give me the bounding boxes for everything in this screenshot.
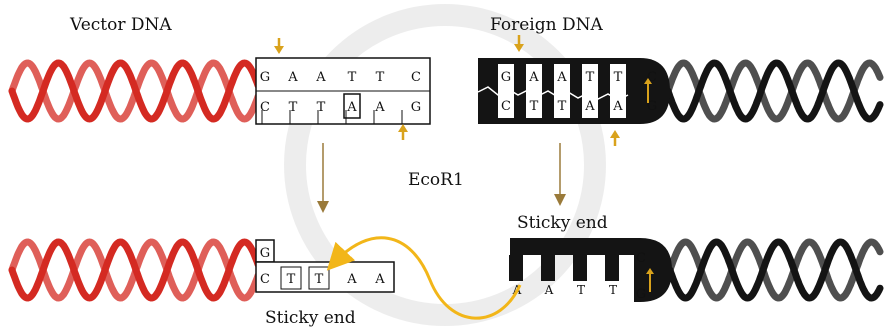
vector-bottom-strand-base-1: T	[289, 100, 298, 115]
foreign-top-strand-base-3: T	[586, 70, 595, 85]
vector-bottom-strand-base-0: C	[260, 100, 270, 115]
vector-bottom-strand-base-4: A	[374, 100, 385, 115]
helix-strand-front	[664, 59, 884, 123]
foreign-cut-arrow-top	[514, 35, 524, 52]
vector-top-strand-base-5: C	[411, 70, 421, 85]
vector-cut-bottom-base-3: A	[346, 272, 357, 287]
foreign-cut-right-bottom-base-0: G	[636, 287, 646, 302]
vector-cut-fragment: GC T T A A	[255, 239, 395, 293]
foreign-overhang-base-2: T	[577, 283, 585, 297]
vector-dna-label: Vector DNA	[69, 15, 172, 35]
foreign-bottom-strand-base-4: A	[612, 99, 623, 114]
foreign-top-strand-base-1: A	[528, 70, 539, 85]
foreign-top-strand-base-2: A	[556, 70, 567, 85]
vector-top-strand-base-2: A	[315, 70, 326, 85]
foreign-bottom-strand-base-2: T	[558, 99, 567, 114]
helix-strand-front	[8, 238, 262, 302]
vector-cut-bottom-base-1: T	[287, 272, 296, 287]
foreign-top-strand-base-4: T	[614, 70, 623, 85]
helix-strand-front	[8, 59, 262, 123]
foreign-bottom-strand-base-0: C	[501, 99, 511, 114]
strand-break-line	[477, 86, 629, 101]
vector-cut-helix	[8, 238, 262, 302]
vector-cut-arrow-top	[274, 38, 284, 54]
foreign-top-strand-base-0: G	[501, 70, 511, 85]
watermark	[284, 4, 606, 326]
foreign-bottom-strand-base-5: G	[647, 99, 657, 114]
foreign-cut-right-top-base-0: C	[636, 251, 646, 266]
vector-cut-bottom-base-4: A	[374, 272, 385, 287]
fragment-transfer-arrow	[326, 236, 522, 320]
foreign-overhang-base-1: A	[544, 283, 554, 297]
enzyme-label: EcoR1	[408, 170, 464, 190]
vector-bottom-strand-base-3: A	[346, 100, 357, 115]
helix-strand-front	[666, 238, 884, 302]
foreign-bottom-strand-base-1: T	[530, 99, 539, 114]
vector-cut-bottom-base-2: T	[315, 272, 324, 287]
foreign-dna-label: Foreign DNA	[490, 15, 603, 35]
foreign-dna-helix	[664, 59, 884, 123]
vector-top-strand-base-3: T	[348, 70, 357, 85]
helix-strand-back	[664, 59, 884, 123]
vector-top-strand-base-4: T	[376, 70, 385, 85]
sticky-end-bottom-label: Sticky end	[265, 308, 356, 328]
vector-dna-helix	[8, 59, 262, 123]
vector-bottom-strand-base-5: G	[411, 100, 421, 115]
helix-strand-back	[666, 238, 884, 302]
vector-bottom-strand-base-2: T	[317, 100, 326, 115]
cut-site-arrows	[274, 35, 620, 146]
vector-cut-top-base-0: G	[260, 246, 270, 261]
foreign-top-strand-base-5: C	[647, 70, 657, 85]
vector-cut-bottom-base-0: C	[260, 272, 270, 287]
vector-top-strand-base-0: G	[260, 70, 270, 85]
vector-top-strand-base-1: A	[287, 70, 298, 85]
foreign-bottom-strand-base-3: A	[584, 99, 595, 114]
highlight-box	[343, 93, 361, 119]
foreign-overhang-base-3: T	[609, 283, 617, 297]
sticky-end-top-label: Sticky end	[517, 213, 608, 233]
foreign-cut-arrow-bottom	[610, 130, 620, 146]
vector-cut-arrow-bottom	[398, 124, 408, 140]
foreign-cut-helix	[666, 238, 884, 302]
